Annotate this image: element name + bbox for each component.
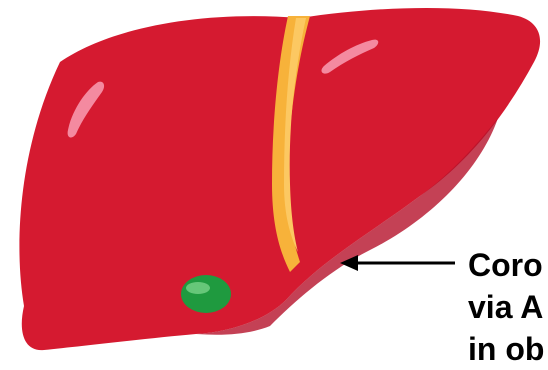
liver-diagram [0, 0, 548, 358]
annotation-line-3: in ob [468, 328, 544, 370]
gallbladder-highlight [186, 282, 210, 294]
annotation-line-1: Coro [468, 244, 544, 286]
annotation-line-2: via A [468, 286, 544, 328]
gallbladder [181, 275, 231, 313]
left-arrow-icon [340, 255, 455, 271]
annotation-text: Coro via A in ob [468, 244, 544, 370]
